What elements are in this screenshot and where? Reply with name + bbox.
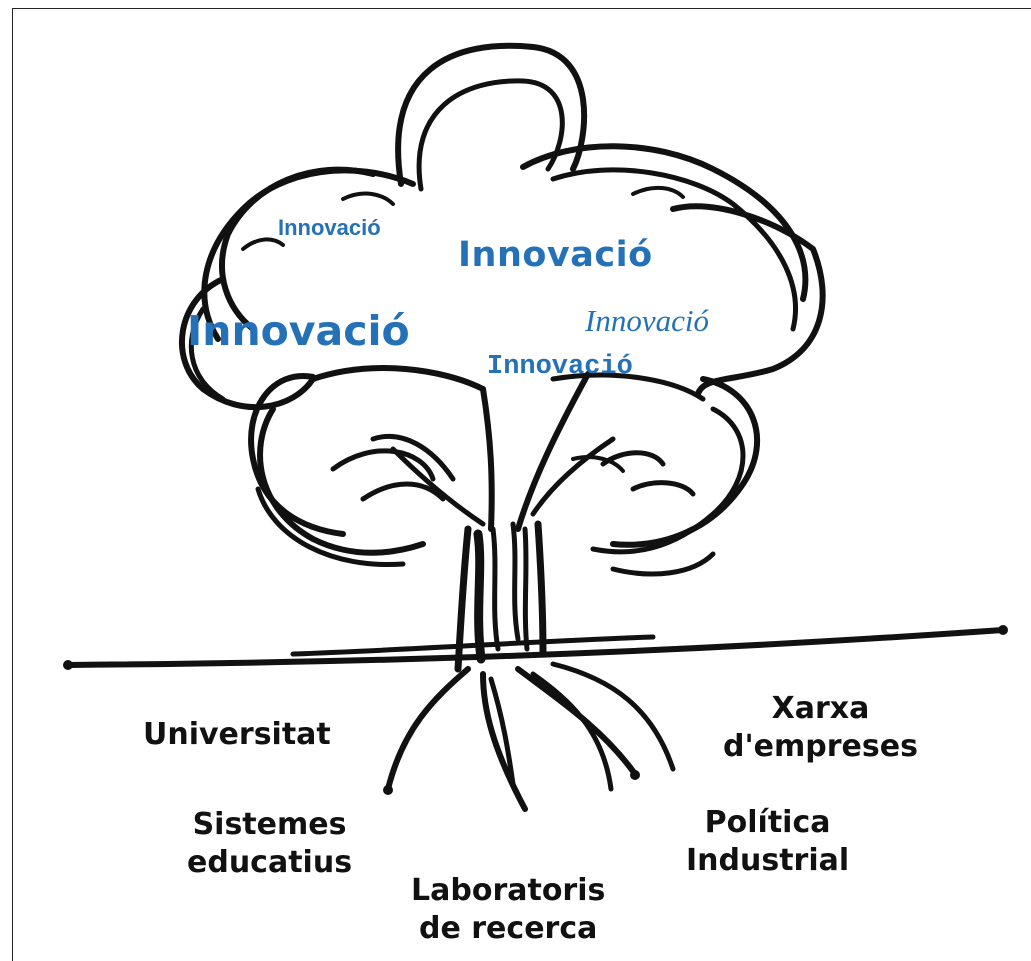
innovacio-word-5: Innovació <box>487 354 633 381</box>
root-label-line: educatius <box>187 844 352 882</box>
root-label-line: Universitat <box>143 716 331 754</box>
root-label-xarxa-empreses: Xarxa d'empreses <box>723 690 918 766</box>
figure-frame: Innovació Innovació Innovació Innovació … <box>12 8 1031 961</box>
root-label-line: Política <box>686 804 849 842</box>
root-label-line: Sistemes <box>187 806 352 844</box>
root-label-laboratoris-de-recerca: Laboratoris de recerca <box>411 872 605 948</box>
root-label-line: Industrial <box>686 842 849 880</box>
root-label-line: d'empreses <box>723 728 918 766</box>
root-label-sistemes-educatius: Sistemes educatius <box>187 806 352 882</box>
root-label-line: de recerca <box>411 910 605 948</box>
ground-line <box>63 625 1008 670</box>
innovacio-word-2: Innovació <box>458 238 653 273</box>
tree-drawing <box>13 9 1031 961</box>
root-label-politica-industrial: Política Industrial <box>686 804 849 880</box>
innovacio-word-4: Innovació <box>585 305 709 336</box>
innovacio-word-3: Innovació <box>187 311 410 352</box>
tree-roots <box>383 664 673 809</box>
root-label-universitat: Universitat <box>143 716 331 754</box>
root-label-line: Xarxa <box>723 690 918 728</box>
innovacio-word-1: Innovació <box>278 217 381 239</box>
root-label-line: Laboratoris <box>411 872 605 910</box>
